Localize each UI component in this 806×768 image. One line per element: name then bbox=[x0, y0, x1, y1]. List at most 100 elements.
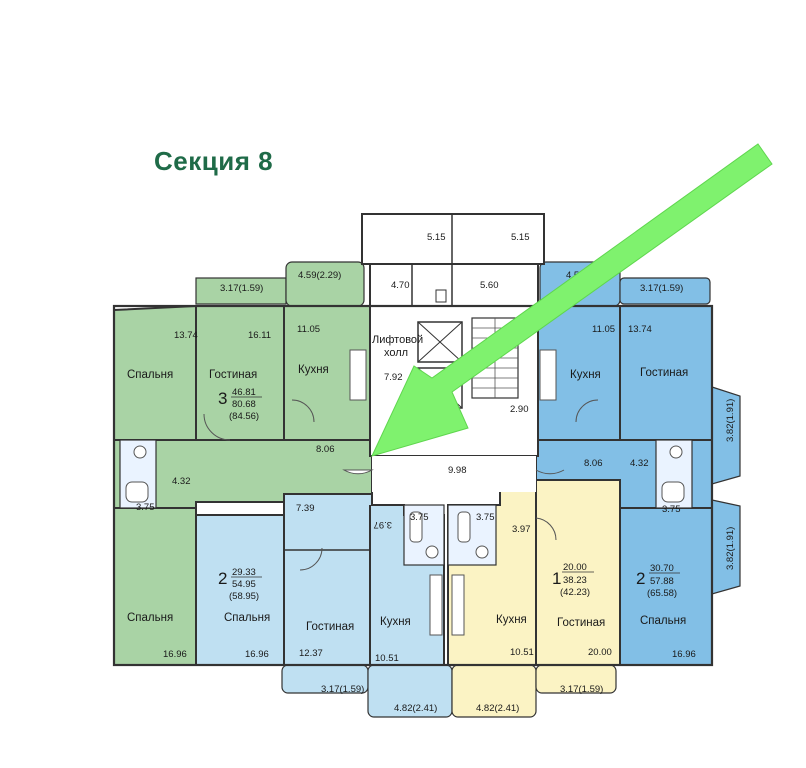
toilet-icon bbox=[133, 445, 147, 459]
hydrant-icon bbox=[435, 289, 447, 303]
room-area: 3.97 bbox=[512, 524, 531, 535]
room-label: Кухня bbox=[298, 364, 329, 376]
balcony-blue-2 bbox=[619, 277, 711, 305]
room-area: 2.90 bbox=[510, 404, 529, 415]
lift-hall-label: Лифтовой bbox=[372, 334, 423, 346]
room-area: 4.32 bbox=[172, 476, 191, 487]
bathtub-icon bbox=[409, 511, 423, 543]
kitchen-counter-icon bbox=[451, 574, 465, 636]
bathtub-icon bbox=[457, 511, 471, 543]
room-area: 11.05 bbox=[592, 324, 615, 335]
total-area: 57.88 bbox=[650, 576, 674, 587]
corridor bbox=[372, 456, 536, 492]
room-area: 5.60 bbox=[480, 280, 499, 291]
door-icon bbox=[203, 413, 231, 441]
bay-area: 3.82(1.91) bbox=[725, 527, 736, 570]
room-area: 7.39 bbox=[296, 503, 315, 514]
section-title: Секция 8 bbox=[154, 146, 274, 176]
balcony-green-1 bbox=[195, 277, 287, 305]
room-area: 5.15 bbox=[511, 232, 530, 243]
room-label: Кухня bbox=[380, 616, 411, 628]
room-area: 10.51 bbox=[375, 653, 399, 664]
room-label: Спальня bbox=[224, 612, 270, 624]
total-with-balconies: (84.56) bbox=[229, 411, 259, 422]
total-area: 54.95 bbox=[232, 579, 256, 590]
kitchen-counter-icon bbox=[349, 349, 367, 401]
total-area: 38.23 bbox=[563, 575, 587, 586]
balcony-area: 3.17(1.59) bbox=[220, 283, 263, 294]
balcony-area: 4.82(2.41) bbox=[476, 703, 519, 714]
room-area: 4.32 bbox=[630, 458, 649, 469]
room-area: 16.96 bbox=[163, 649, 187, 660]
total-with-balconies: (58.95) bbox=[229, 591, 259, 602]
toilet-icon bbox=[425, 545, 439, 559]
toilet-icon bbox=[475, 545, 489, 559]
bay-area: 3.82(1.91) bbox=[725, 399, 736, 442]
room-label: Кухня bbox=[570, 369, 601, 381]
room-area: 3.75 bbox=[662, 504, 681, 515]
balcony-area: 4.82(2.41) bbox=[394, 703, 437, 714]
apartment-yellow[interactable]: 3.75 3.97 Кухня 10.51 Гостиная 20.00 4.8… bbox=[447, 479, 621, 718]
room-label: Гостиная bbox=[209, 369, 257, 381]
rooms-count: 1 bbox=[552, 569, 561, 588]
room-area: 3.75 bbox=[136, 502, 155, 513]
room-area: 20.00 bbox=[588, 647, 612, 658]
building-outline bbox=[112, 304, 714, 667]
arrow-icon bbox=[371, 143, 773, 457]
rooms-count: 2 bbox=[636, 569, 645, 588]
toilet-icon bbox=[669, 445, 683, 459]
bathtub-icon bbox=[661, 481, 685, 503]
bathtub-icon bbox=[125, 481, 149, 503]
balcony-area: 3.17(1.59) bbox=[560, 684, 603, 695]
door-icon bbox=[299, 547, 323, 571]
room-area: 13.74 bbox=[174, 330, 198, 341]
room-label: Спальня bbox=[127, 369, 173, 381]
living-area: 29.33 bbox=[232, 567, 256, 578]
room-area: 16.96 bbox=[245, 649, 269, 660]
room-area: 7.92 bbox=[384, 372, 403, 383]
room-label: Спальня bbox=[640, 615, 686, 627]
total-with-balconies: (42.23) bbox=[560, 587, 590, 598]
bathroom-yellow bbox=[447, 504, 497, 566]
kitchen-counter-icon bbox=[429, 574, 443, 636]
room-area: 8.06 bbox=[584, 458, 603, 469]
room-area: 16.96 bbox=[672, 649, 696, 660]
door-icon bbox=[575, 399, 599, 423]
room-label: Кухня bbox=[496, 614, 527, 626]
balcony-area: 4.59(2.29) bbox=[298, 270, 341, 281]
room-label: Гостиная bbox=[557, 617, 605, 629]
total-area: 80.68 bbox=[232, 399, 256, 410]
living-area: 20.00 bbox=[563, 562, 587, 573]
balcony-area: 3.17(1.59) bbox=[640, 283, 683, 294]
apartment-light-blue[interactable]: 7.39 3.97 3.75 Спальня 16.96 Гостиная 12… bbox=[195, 493, 453, 718]
room-label: Гостиная bbox=[640, 367, 688, 379]
room-area: 11.05 bbox=[297, 324, 320, 335]
room-area: 10.51 bbox=[510, 647, 534, 658]
lift-hall-label: холл bbox=[384, 347, 408, 359]
rooms-count: 2 bbox=[218, 569, 227, 588]
rooms-count: 3 bbox=[218, 389, 227, 408]
kitchen-counter-icon bbox=[539, 349, 557, 401]
room-area: 4.70 bbox=[391, 280, 410, 291]
door-icon bbox=[535, 517, 557, 541]
balcony-green-2 bbox=[285, 261, 365, 307]
balcony-area: 3.17(1.59) bbox=[321, 684, 364, 695]
arrow-marker bbox=[371, 143, 773, 457]
room-label: Гостиная bbox=[306, 621, 354, 633]
room-area: 3.75 bbox=[476, 512, 495, 523]
living-area: 30.70 bbox=[650, 563, 674, 574]
door-icon bbox=[291, 399, 315, 423]
top-block bbox=[361, 213, 545, 265]
room-area: 9.98 bbox=[448, 465, 467, 476]
total-with-balconies: (65.58) bbox=[647, 588, 677, 599]
living-area: 46.81 bbox=[232, 387, 256, 398]
room-area: 13.74 bbox=[628, 324, 652, 335]
room-area: 8.06 bbox=[316, 444, 335, 455]
room-label: Спальня bbox=[127, 612, 173, 624]
room-area: 3.97 bbox=[374, 519, 393, 530]
room-area: 16.11 bbox=[248, 330, 271, 341]
room-area: 5.15 bbox=[427, 232, 446, 243]
room-area: 3.75 bbox=[410, 512, 429, 523]
room-area: 12.37 bbox=[299, 648, 323, 659]
